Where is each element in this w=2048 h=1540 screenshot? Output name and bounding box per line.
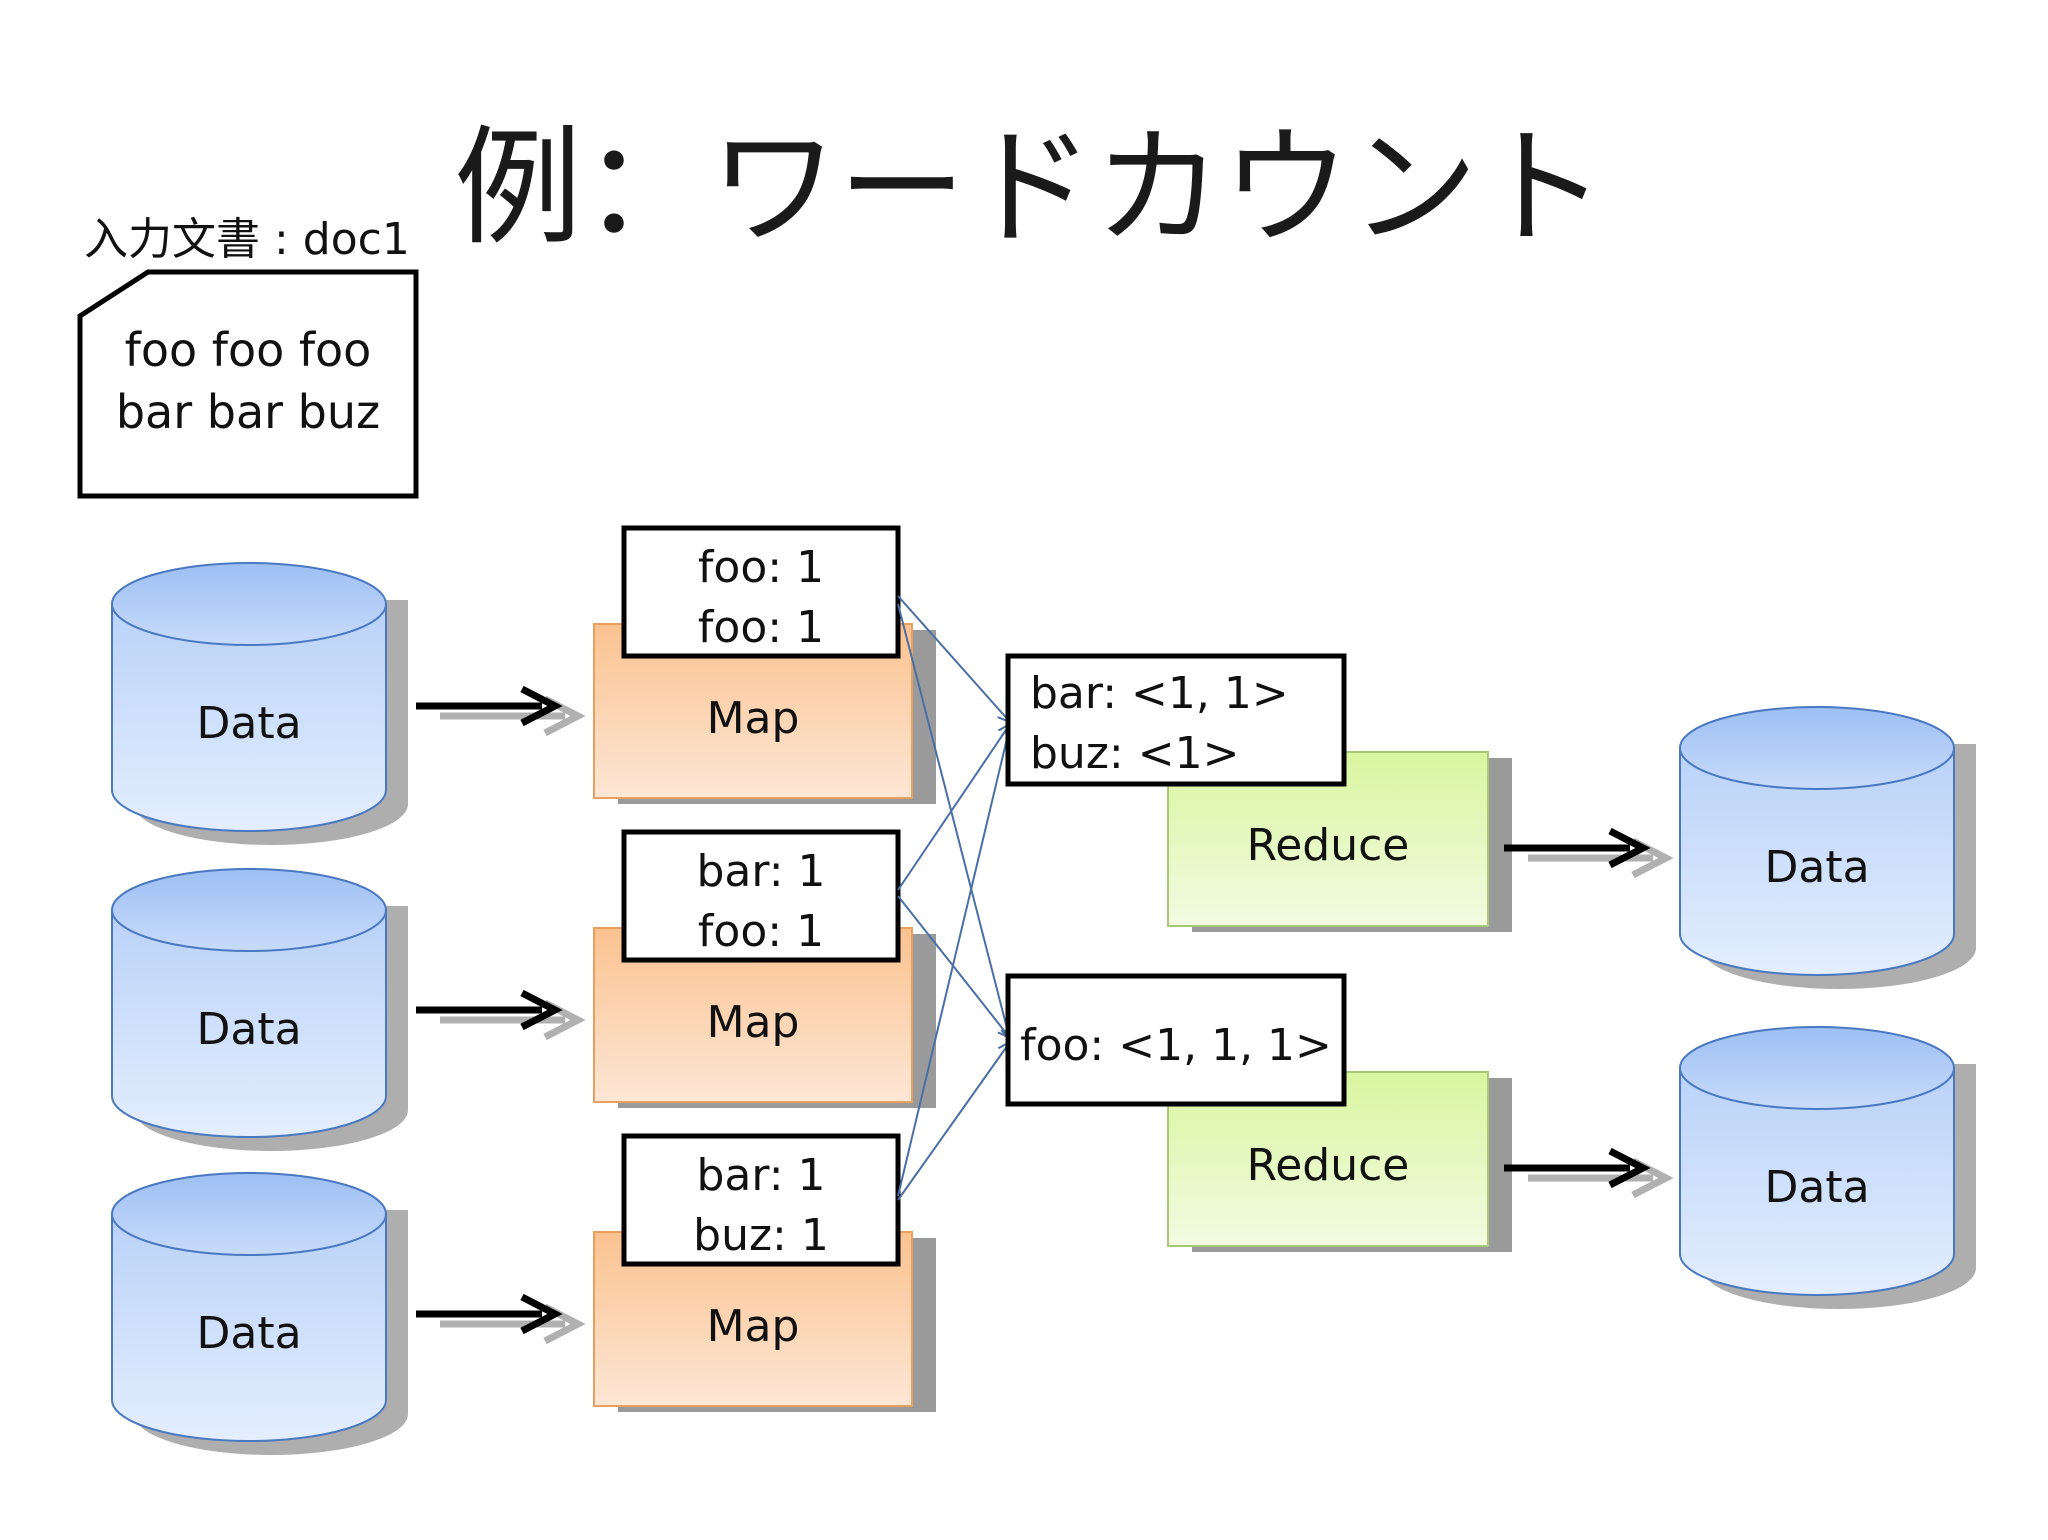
shuffle-line xyxy=(897,726,1010,1197)
data-label: Data xyxy=(1764,842,1869,893)
input-data-cylinder: Data xyxy=(111,562,408,845)
input-data-cylinder: Data xyxy=(111,868,408,1151)
reduce-label: Reduce xyxy=(1247,820,1410,871)
map-label: Map xyxy=(707,1301,800,1352)
reduce-input-line: bar: <1, 1> xyxy=(1030,668,1289,719)
map-label: Map xyxy=(707,693,800,744)
input-arrow xyxy=(416,989,586,1041)
data-label: Data xyxy=(196,1004,301,1055)
document-line: foo foo foo xyxy=(125,323,372,377)
shuffle-connections xyxy=(897,595,1010,1201)
map-output-box xyxy=(621,525,901,659)
map-output-line: foo: 1 xyxy=(698,906,824,957)
shuffle-line xyxy=(897,724,1010,891)
shuffle-line xyxy=(897,595,1010,722)
map-output-line: foo: 1 xyxy=(698,542,824,593)
input-arrow xyxy=(416,1293,586,1345)
page-title: 例：ワードカウント xyxy=(454,114,1606,263)
input-document: 入力文書 : doc1 foo foo foo bar bar buz xyxy=(77,214,419,499)
reduce-input-line: foo: <1, 1, 1> xyxy=(1020,1020,1332,1071)
document-shape xyxy=(77,269,419,499)
shuffle-line xyxy=(897,1042,1010,1201)
output-arrow xyxy=(1504,827,1674,879)
reduce-label: Reduce xyxy=(1247,1140,1410,1191)
map-output-box xyxy=(621,829,901,963)
reduce-task: Reduce foo: <1, 1, 1> xyxy=(1005,973,1512,1252)
output-data-cylinder: Data xyxy=(1679,706,1976,989)
reduce-input-line: buz: <1> xyxy=(1030,728,1239,779)
map-output-line: bar: 1 xyxy=(696,1150,825,1201)
map-output-line: buz: 1 xyxy=(693,1210,829,1261)
reduce-task: Reduce bar: <1, 1> buz: <1> xyxy=(1005,653,1512,932)
shuffle-line xyxy=(897,895,1010,1038)
map-output-line: foo: 1 xyxy=(698,602,824,653)
output-arrow xyxy=(1504,1147,1674,1199)
document-line: bar bar buz xyxy=(116,385,380,439)
map-task: Map foo: 1 foo: 1 xyxy=(593,525,936,804)
input-arrow xyxy=(416,685,586,737)
map-output-line: bar: 1 xyxy=(696,846,825,897)
map-task: Map bar: 1 buz: 1 xyxy=(593,1133,936,1412)
input-document-label: 入力文書 : doc1 xyxy=(84,214,410,265)
map-task: Map bar: 1 foo: 1 xyxy=(593,829,936,1108)
reduce-input-box xyxy=(1005,973,1347,1107)
shuffle-line xyxy=(897,603,1010,1040)
output-data-cylinder: Data xyxy=(1679,1026,1976,1309)
input-data-cylinder: Data xyxy=(111,1172,408,1455)
data-label: Data xyxy=(196,698,301,749)
data-label: Data xyxy=(1764,1162,1869,1213)
map-output-box xyxy=(621,1133,901,1267)
data-label: Data xyxy=(196,1308,301,1359)
map-label: Map xyxy=(707,997,800,1048)
reduce-input-box xyxy=(1005,653,1347,787)
